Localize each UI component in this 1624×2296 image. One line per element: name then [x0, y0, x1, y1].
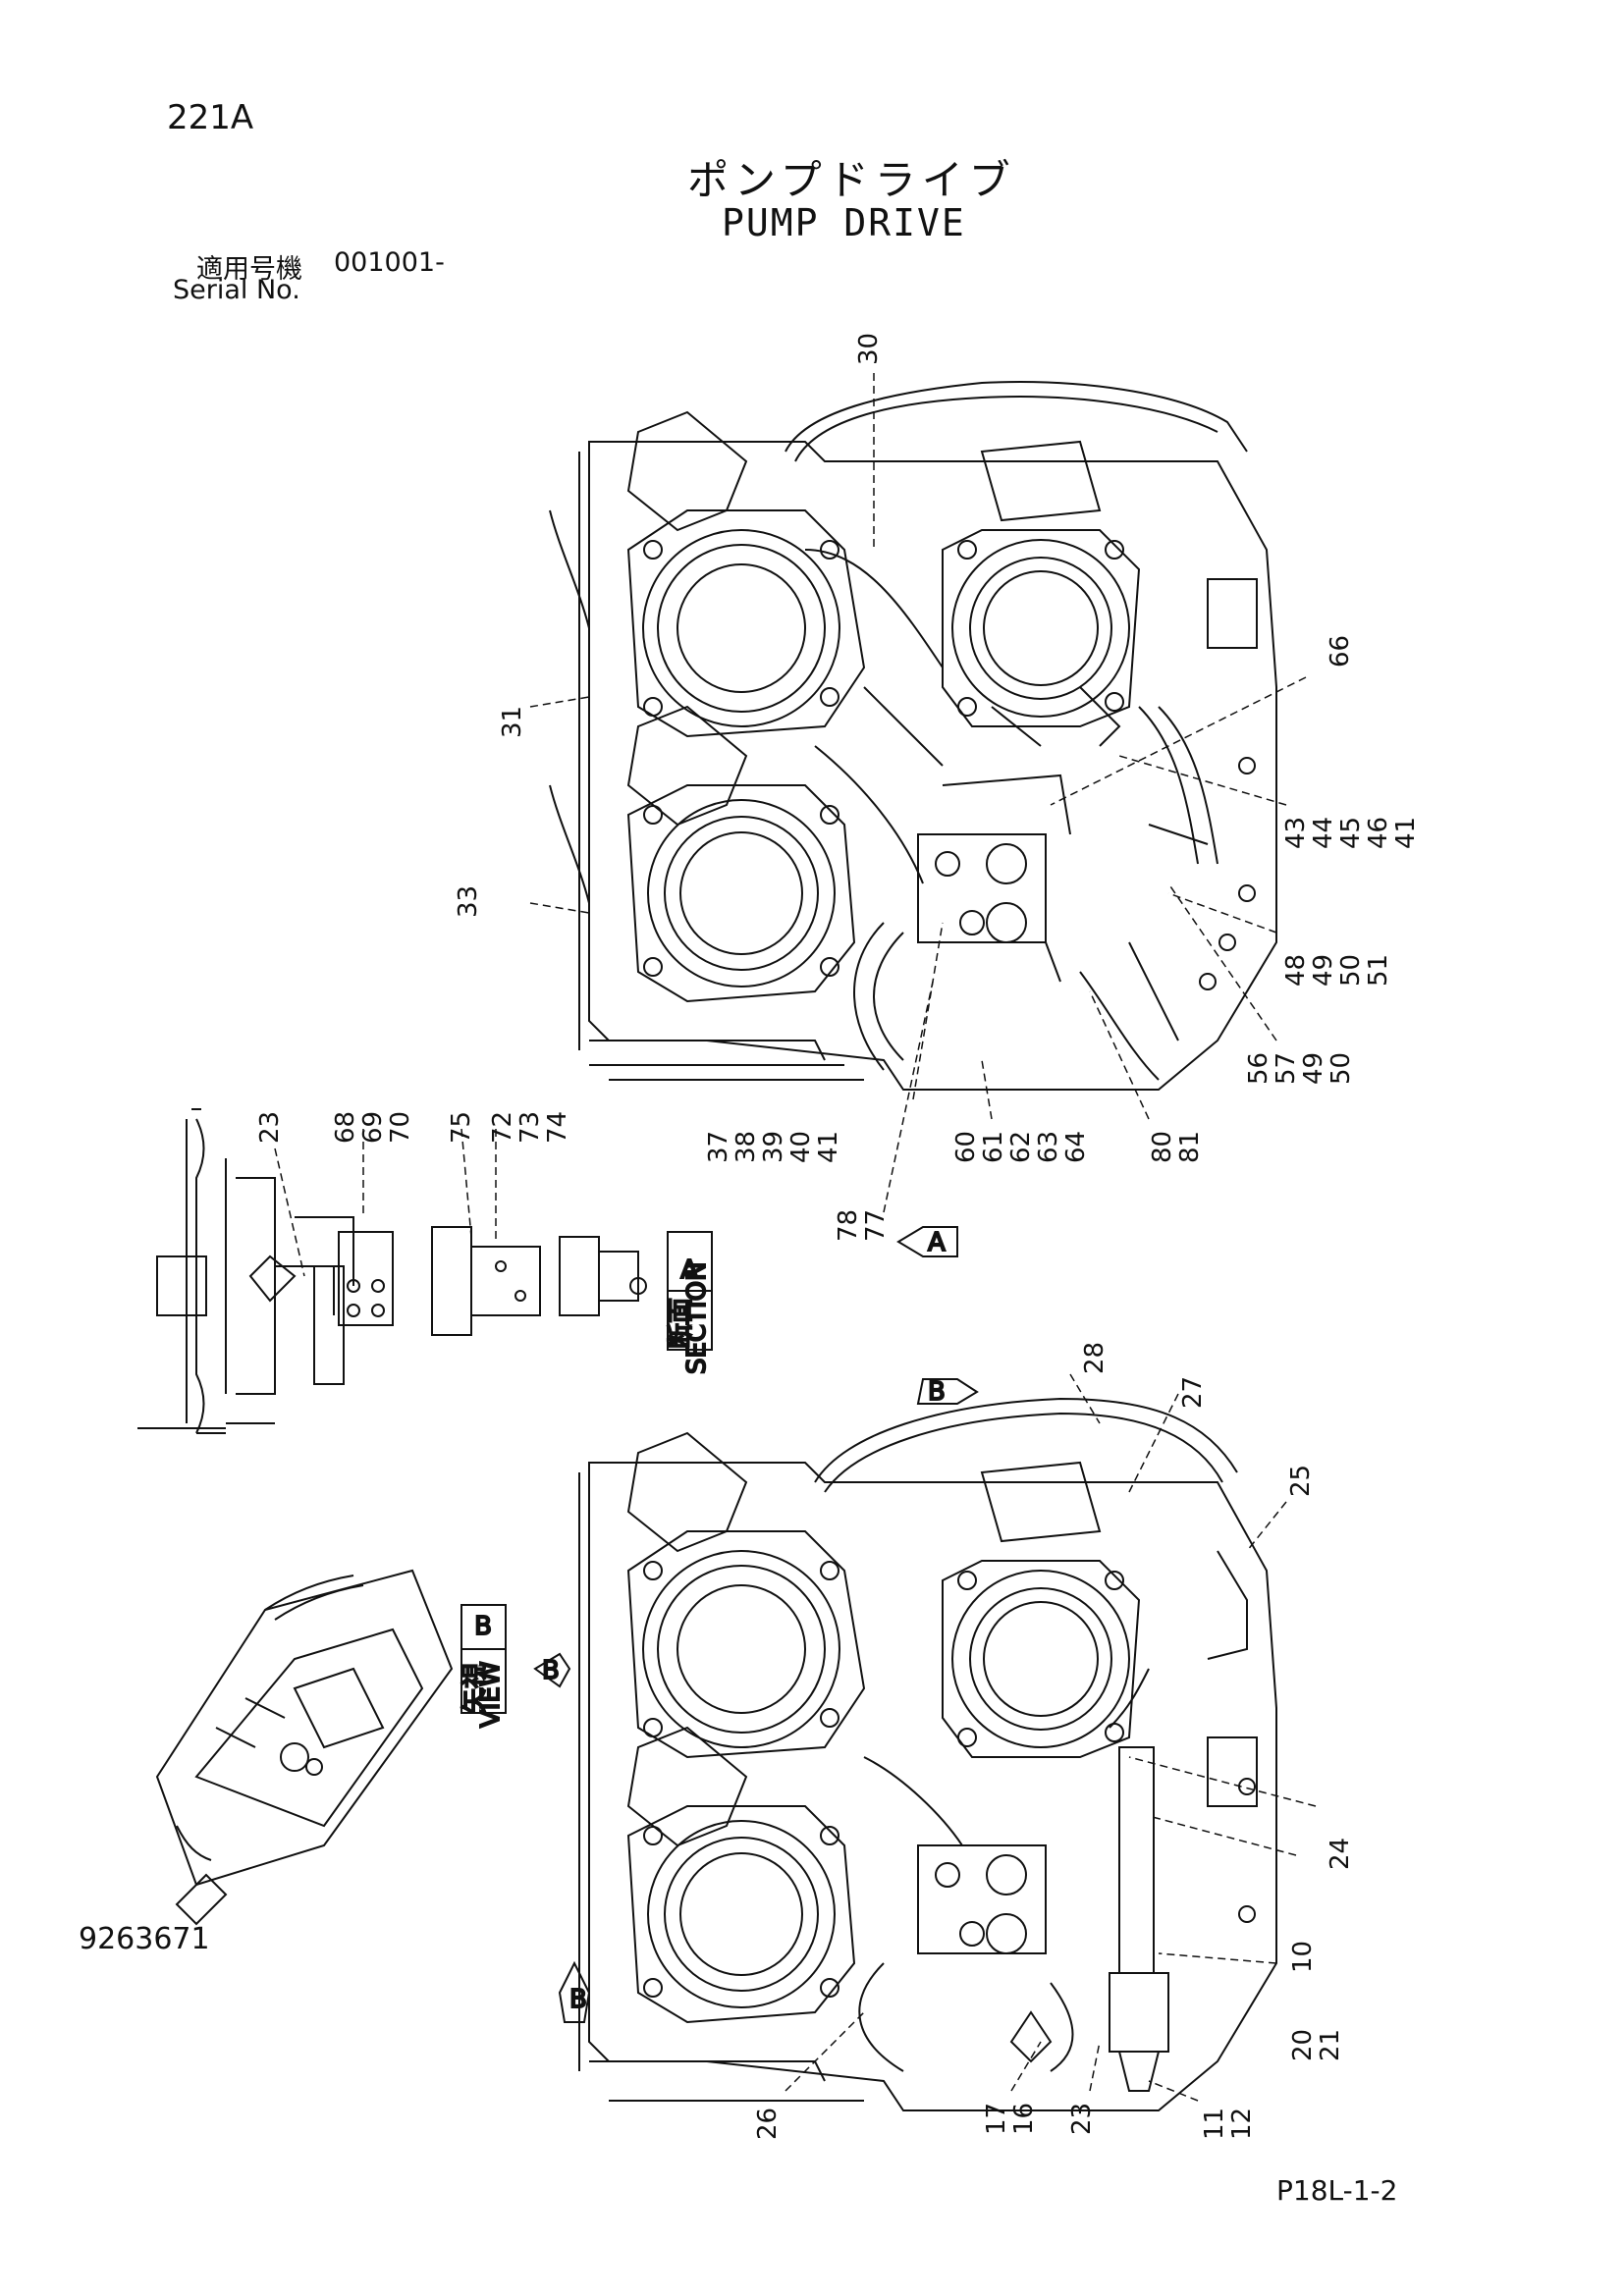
callout-81: 81: [1175, 1131, 1205, 1163]
callout-57: 57: [1272, 1052, 1301, 1085]
arrow-b-bottom-label: B: [569, 1985, 587, 2014]
section-a-drawing: [137, 1108, 713, 1434]
callout-75: 75: [447, 1111, 476, 1144]
callout-51: 51: [1364, 954, 1393, 987]
callout-63: 63: [1034, 1131, 1063, 1163]
callout-28: 28: [1080, 1342, 1110, 1374]
page-title-en: PUMP DRIVE: [722, 201, 966, 244]
callout-27: 27: [1178, 1376, 1208, 1409]
callout-64: 64: [1061, 1131, 1091, 1163]
callout-50-a: 50: [1336, 954, 1366, 987]
callout-68: 68: [331, 1111, 360, 1144]
callout-39: 39: [759, 1131, 788, 1163]
callout-74: 74: [543, 1111, 572, 1144]
callout-60: 60: [951, 1131, 981, 1163]
callout-17: 17: [982, 2103, 1011, 2135]
callout-73: 73: [515, 1111, 545, 1144]
callout-30: 30: [854, 333, 884, 365]
callout-11: 11: [1200, 2108, 1229, 2140]
view-letter: B: [474, 1612, 492, 1641]
callout-43: 43: [1281, 817, 1311, 849]
callout-46: 46: [1364, 817, 1393, 849]
callout-66: 66: [1326, 635, 1355, 667]
callout-69: 69: [358, 1111, 388, 1144]
callout-62: 62: [1006, 1131, 1036, 1163]
callout-48: 48: [1281, 954, 1311, 987]
callout-41-b: 41: [814, 1131, 843, 1163]
callout-77: 77: [861, 1209, 891, 1242]
view-label-jp: 矢視: [460, 1663, 490, 1714]
callout-70: 70: [386, 1111, 415, 1144]
arrow-b-top-label: B: [928, 1377, 946, 1407]
view-b-iso-drawing: [155, 1569, 507, 1926]
callout-49-b: 49: [1299, 1052, 1328, 1085]
arrow-a-label: A: [928, 1228, 946, 1257]
section-label-jp: 断面: [667, 1298, 696, 1349]
callout-56: 56: [1244, 1052, 1273, 1085]
callout-45: 45: [1336, 817, 1366, 849]
callout-41-a: 41: [1391, 817, 1421, 849]
callout-16: 16: [1009, 2103, 1039, 2135]
document-number: 9263671: [79, 1922, 210, 1956]
page-code: 221A: [167, 98, 254, 137]
callout-61: 61: [979, 1131, 1008, 1163]
top-assembly-drawing: [549, 381, 1277, 1091]
serial-value: 001001-: [334, 247, 445, 278]
callout-31: 31: [498, 706, 527, 738]
callout-72: 72: [488, 1111, 517, 1144]
callout-26: 26: [753, 2108, 783, 2140]
serial-label-en: Serial No.: [173, 275, 300, 305]
section-letter: A: [680, 1255, 698, 1285]
callout-38: 38: [731, 1131, 761, 1163]
arrow-b-left-label: B: [542, 1656, 560, 1685]
callout-12: 12: [1227, 2108, 1257, 2140]
page-title-jp: ポンプドライブ: [687, 156, 1016, 204]
callout-23-top: 23: [255, 1111, 285, 1144]
view-arrows: [533, 1226, 979, 2023]
callout-50-b: 50: [1326, 1052, 1356, 1085]
callout-33: 33: [454, 885, 483, 918]
page-number: P18L-1-2: [1276, 2174, 1398, 2207]
callout-78: 78: [834, 1209, 863, 1242]
callout-37: 37: [704, 1131, 733, 1163]
callout-numbers: 30 66 31 33 43 44 45 46 41 48 49 50 51 5…: [255, 333, 1421, 2140]
serial-label-jp: 適用号機: [196, 254, 302, 285]
callout-20: 20: [1288, 2029, 1318, 2061]
callout-23-bottom: 23: [1067, 2103, 1097, 2135]
callout-44: 44: [1309, 817, 1338, 849]
callout-49-a: 49: [1309, 954, 1338, 987]
section-label-en: SECTION: [682, 1261, 712, 1374]
callout-25: 25: [1286, 1465, 1316, 1497]
view-label-en: VIEW: [476, 1661, 506, 1728]
leader-lines: [274, 373, 1317, 2102]
callout-40: 40: [786, 1131, 816, 1163]
bottom-assembly-drawing: [578, 1397, 1277, 2111]
callout-10: 10: [1288, 1941, 1318, 1973]
callout-21: 21: [1316, 2029, 1345, 2061]
callout-24: 24: [1326, 1838, 1355, 1870]
callout-80: 80: [1148, 1131, 1177, 1163]
